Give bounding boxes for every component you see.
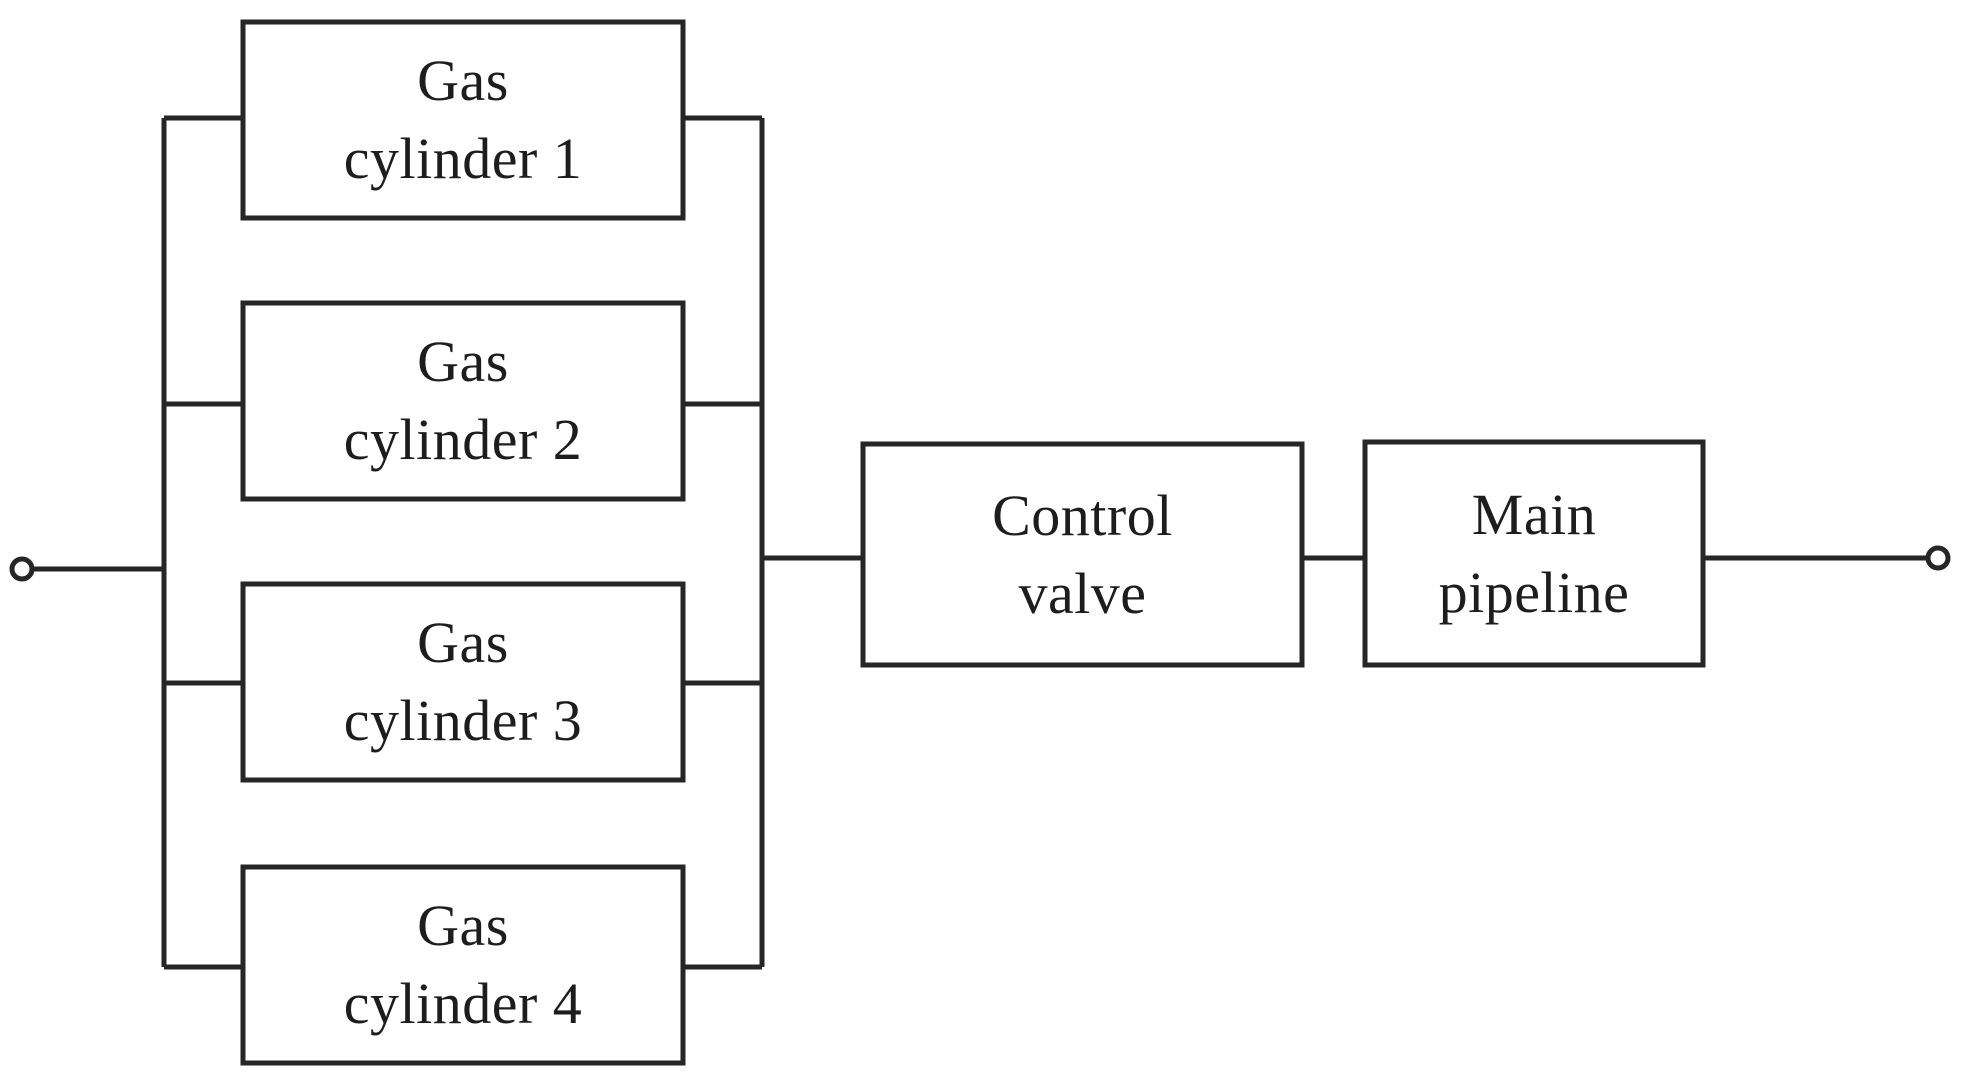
output-terminal[interactable] xyxy=(1925,545,1951,571)
block-gas-cylinder-4[interactable] xyxy=(240,864,686,1066)
block-gas-cylinder-1[interactable] xyxy=(240,19,686,221)
terminal-group xyxy=(9,545,1951,582)
block-control-valve[interactable] xyxy=(860,441,1305,668)
block-main-pipeline[interactable] xyxy=(1362,439,1706,668)
block-gas-cylinder-2[interactable] xyxy=(240,300,686,502)
block-gas-cylinder-3[interactable] xyxy=(240,581,686,783)
block-group xyxy=(240,19,1706,1066)
input-terminal[interactable] xyxy=(9,556,35,582)
wire-group xyxy=(32,115,1928,970)
